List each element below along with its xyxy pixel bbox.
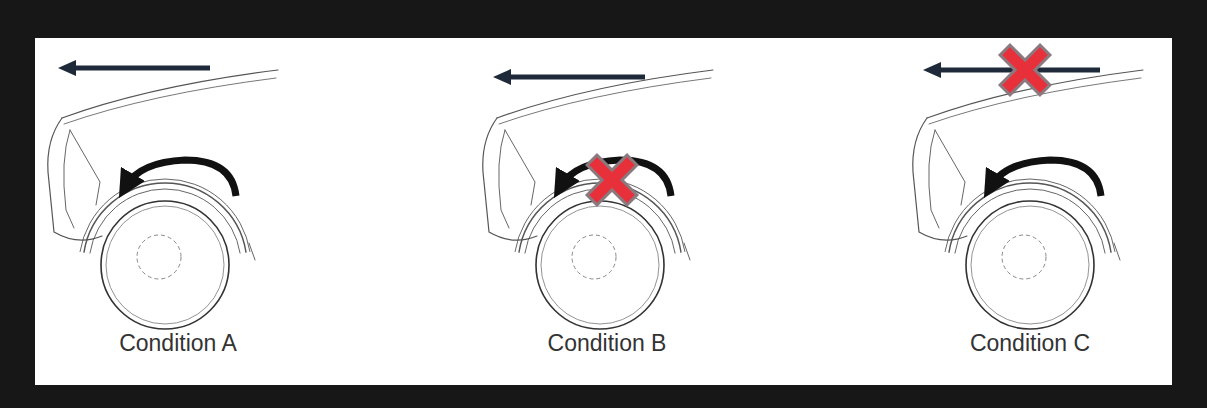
sketch-line [913,118,967,240]
sketch-line [70,130,100,205]
sketch-line [62,70,278,118]
sketch-line [955,189,1105,253]
red-cross [1010,55,1040,85]
condition-label: Condition B [548,331,667,356]
rim [971,206,1089,324]
sketch-line [684,243,690,260]
tyre [966,201,1094,329]
sketch-line [48,118,102,240]
sketch-line [505,130,535,205]
rotation-arrow [561,160,671,196]
panel-ground [35,38,1172,385]
sketch-line [949,183,1111,252]
sketch-line [929,130,939,228]
rim [541,206,659,324]
sketch-line [497,70,713,118]
arrow-head [58,60,76,76]
rim [106,206,224,324]
rotation-arrow [991,160,1101,196]
red-cross [597,165,627,195]
condition-label: Condition A [119,331,237,356]
sketch-line [64,78,276,124]
condition-label: Condition C [970,331,1090,356]
hub [137,235,181,279]
sketch-line [499,130,509,228]
sketch-line [1114,243,1120,260]
wheel-sketch [483,69,713,329]
hub [1002,235,1046,279]
sketch-line [935,130,965,205]
hub [572,235,616,279]
sketch-line [249,243,255,260]
arrow-head [493,69,511,85]
wheel-sketch [48,60,278,329]
arrow-head [923,62,941,78]
wheel-sketch [913,55,1143,329]
tyre [101,201,229,329]
sketch-line [84,183,246,252]
sketch-line [483,118,537,240]
motion-arrow [505,75,645,80]
tyre [536,201,664,329]
sketch-line [64,130,74,228]
rotation-arrow [126,160,236,196]
motion-arrow [70,66,210,71]
sketch-line [90,189,240,253]
sketch-line [499,78,711,124]
